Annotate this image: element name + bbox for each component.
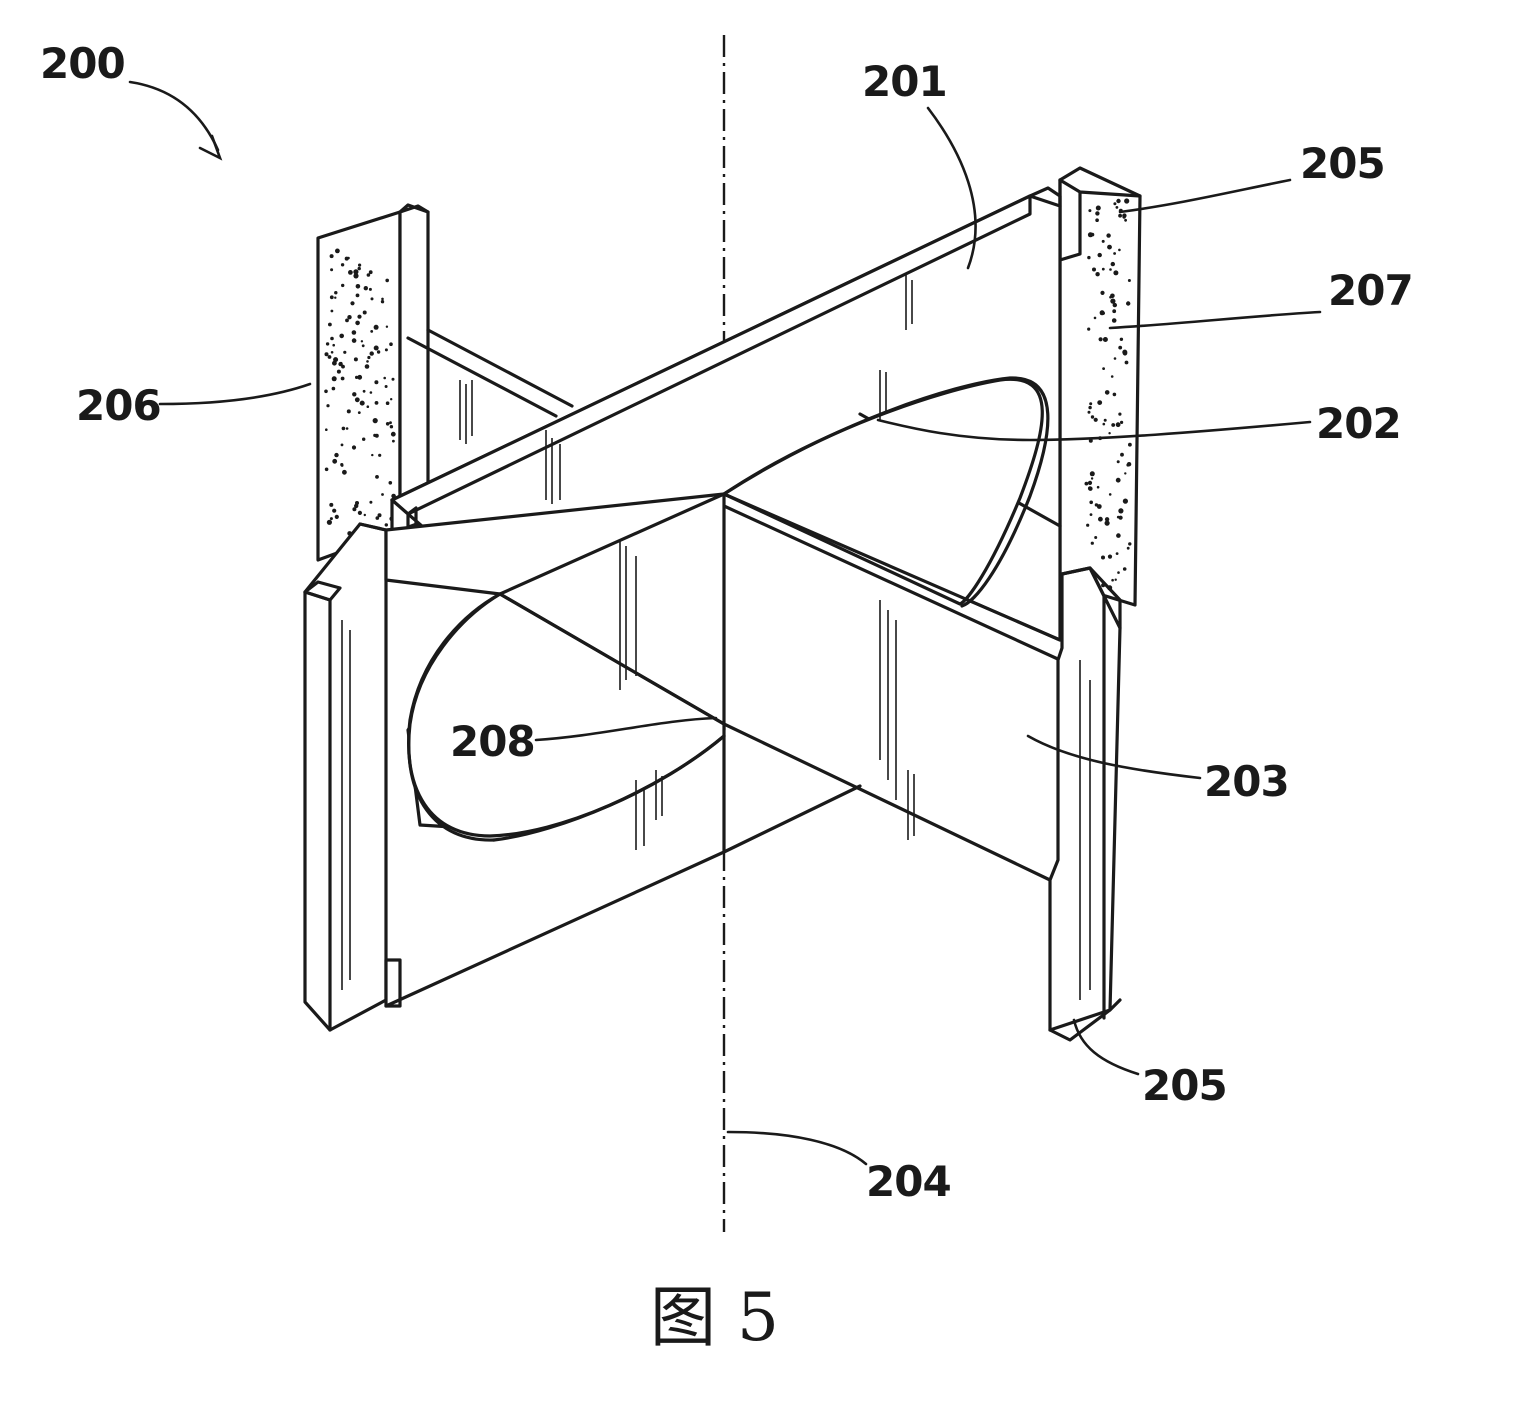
label-203: 203 xyxy=(1204,757,1289,806)
label-206: 206 xyxy=(76,381,161,430)
leader-208 xyxy=(534,716,718,742)
leader-200 xyxy=(128,80,220,152)
leader-lines xyxy=(128,80,1322,1166)
leader-202 xyxy=(876,418,1312,442)
left-end-block xyxy=(316,203,430,562)
label-205-bottom: 205 xyxy=(1142,1061,1227,1110)
right-end-block xyxy=(1058,166,1142,607)
leader-204 xyxy=(726,1130,868,1166)
arrow-200-head xyxy=(198,134,223,161)
lower-plate xyxy=(303,492,1122,1042)
label-205-top: 205 xyxy=(1300,139,1385,188)
leader-207 xyxy=(1108,310,1322,330)
leader-205-top xyxy=(1118,178,1292,214)
label-208: 208 xyxy=(450,717,535,766)
figure-caption: 图 5 xyxy=(650,1279,779,1356)
leader-205-bottom xyxy=(1072,1018,1140,1076)
leader-203 xyxy=(1026,734,1202,780)
label-201: 201 xyxy=(862,57,947,106)
leader-206 xyxy=(158,382,312,406)
reference-labels: 200 201 205 207 202 206 208 203 205 204 xyxy=(40,39,1414,1206)
label-207: 207 xyxy=(1328,266,1413,315)
label-202: 202 xyxy=(1316,399,1401,448)
leader-201 xyxy=(926,106,977,270)
label-200: 200 xyxy=(40,39,125,88)
label-204: 204 xyxy=(866,1157,951,1206)
